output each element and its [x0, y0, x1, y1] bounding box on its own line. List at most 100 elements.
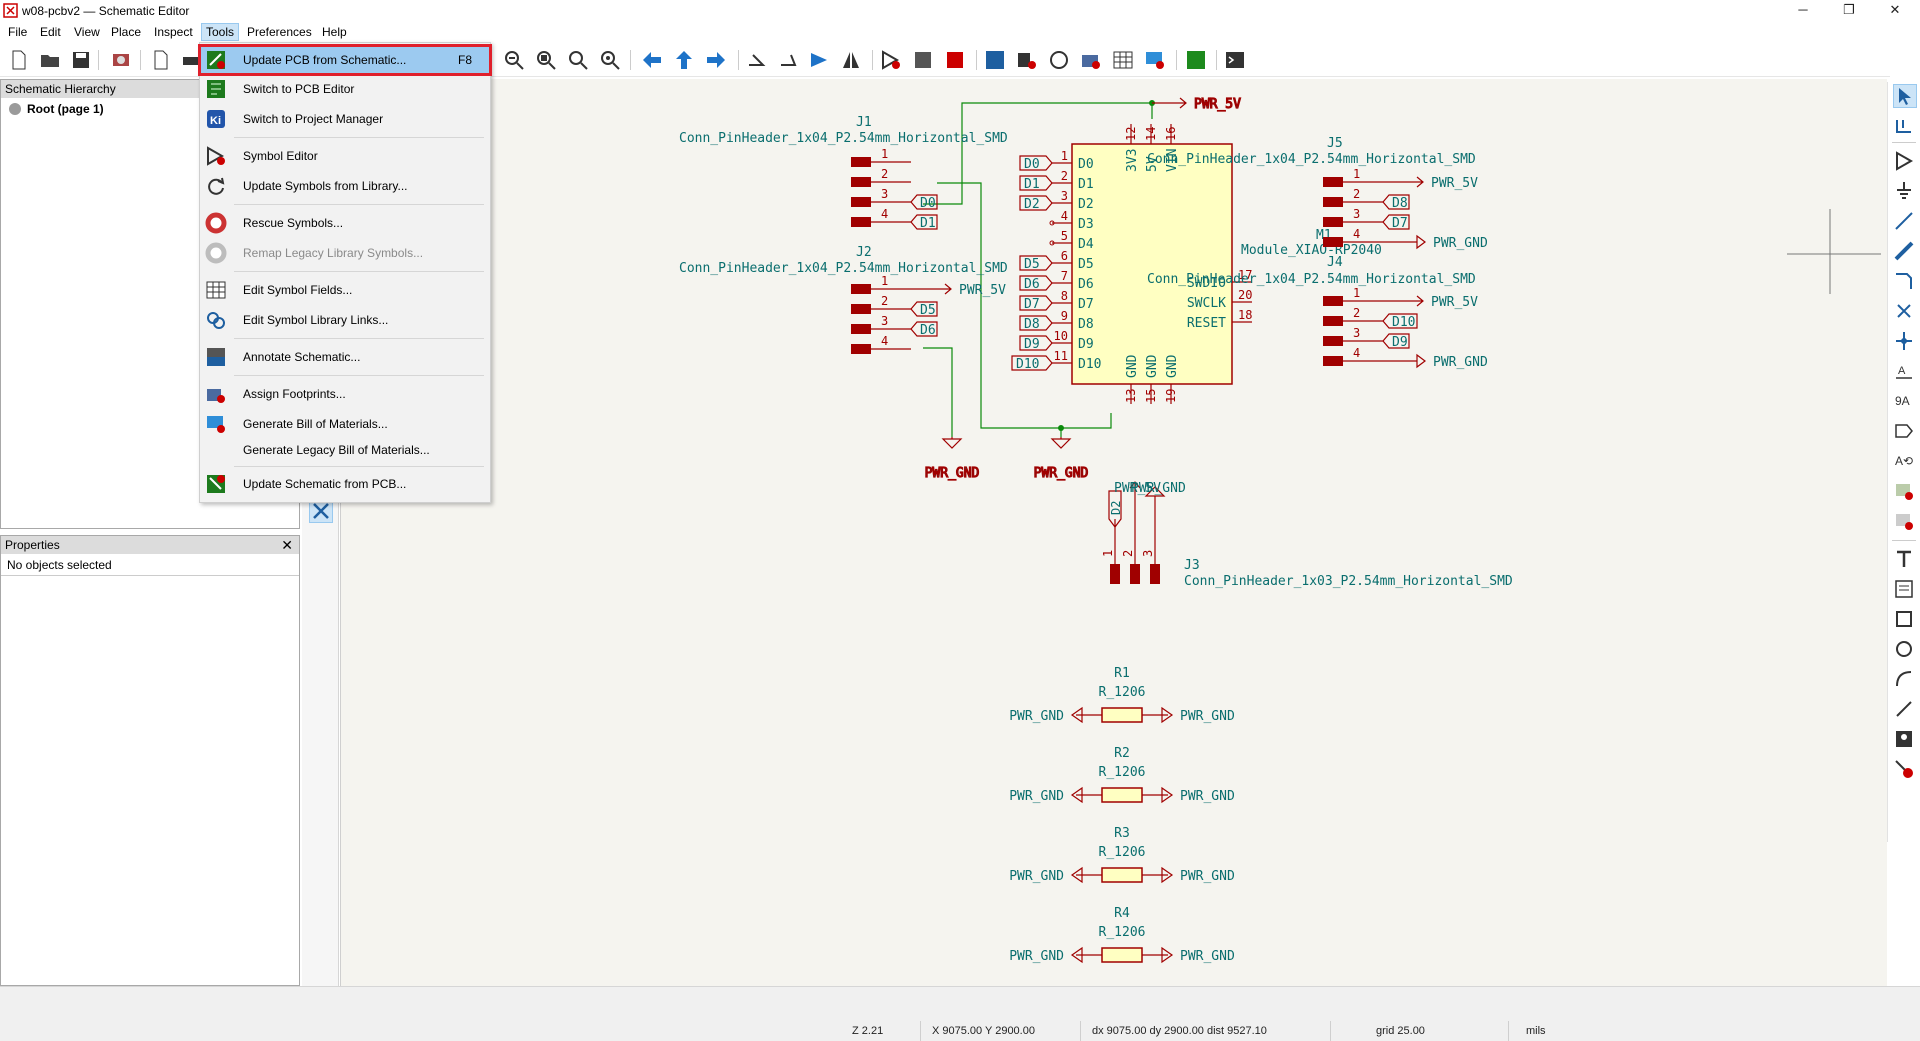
- menu-generate-legacy-bom[interactable]: Generate Legacy Bill of Materials...: [243, 443, 430, 457]
- menu-update-pcb-from-schematic[interactable]: Update PCB from Schematic... F8: [198, 44, 492, 76]
- menu-view[interactable]: View: [74, 25, 100, 39]
- menu-preferences[interactable]: Preferences: [247, 25, 312, 39]
- highlight-net-icon[interactable]: [1893, 116, 1915, 138]
- add-wire-icon[interactable]: [1893, 210, 1915, 232]
- add-circle-icon[interactable]: [1893, 638, 1915, 660]
- menu-generate-bom[interactable]: Generate Bill of Materials...: [200, 410, 490, 438]
- zoom-out-icon[interactable]: [503, 49, 525, 71]
- add-arc-icon[interactable]: [1893, 668, 1915, 690]
- import-sheet-pin-icon[interactable]: [1893, 510, 1915, 532]
- menu-switch-to-project-manager[interactable]: Ki Switch to Project Manager: [200, 105, 490, 133]
- menu-edit[interactable]: Edit: [40, 25, 61, 39]
- delete-tool-icon[interactable]: [1893, 758, 1915, 780]
- resistor-body-R2: [1101, 787, 1143, 803]
- add-line-icon[interactable]: [1893, 698, 1915, 720]
- net-label-icon[interactable]: A: [1893, 360, 1915, 382]
- restore-button[interactable]: ❐: [1843, 2, 1855, 17]
- add-symbol-icon[interactable]: [1893, 150, 1915, 172]
- sheet-pin-icon[interactable]: A⟲: [1893, 450, 1915, 472]
- m1-label-D8: D8: [1024, 317, 1040, 332]
- menu-symbol-editor[interactable]: Symbol Editor: [200, 142, 490, 170]
- bus-entry-icon[interactable]: [1893, 270, 1915, 292]
- menu-tools[interactable]: Tools: [201, 23, 240, 41]
- j5-pwr-gnd: PWR_GND: [1433, 236, 1488, 251]
- module-m1[interactable]: M1 Module_XIAO-RP2040 1D0D02D1D13D2D24D3…: [1011, 124, 1382, 404]
- zoom-selection-icon[interactable]: [599, 49, 621, 71]
- erc-icon[interactable]: [1016, 49, 1038, 71]
- connector-j2[interactable]: J2 Conn_PinHeader_1x04_P2.54mm_Horizonta…: [679, 245, 1008, 354]
- print-icon[interactable]: [180, 49, 202, 71]
- menu-edit-symbol-fields[interactable]: Edit Symbol Fields...: [200, 276, 490, 304]
- add-power-icon[interactable]: [1893, 180, 1915, 202]
- connector-j4[interactable]: J4 Conn_PinHeader_1x04_P2.54mm_Horizonta…: [1147, 255, 1488, 370]
- show-panel-toggle-icon[interactable]: [309, 499, 333, 523]
- resistor-gnd-left-label-R4: PWR_GND: [1009, 949, 1064, 964]
- m1-pin-num-9: 9: [1061, 309, 1068, 323]
- navigate-up-icon[interactable]: [673, 49, 695, 71]
- menu-assign-footprints[interactable]: Assign Footprints...: [200, 380, 490, 408]
- new-file-icon[interactable]: [8, 49, 30, 71]
- page-settings-icon[interactable]: [150, 49, 172, 71]
- menu-edit-symbol-library-links[interactable]: Edit Symbol Library Links...: [200, 306, 490, 334]
- rotate-cw-icon[interactable]: [777, 49, 799, 71]
- connector-j1[interactable]: J1 Conn_PinHeader_1x04_P2.54mm_Horizonta…: [679, 115, 1008, 231]
- open-folder-icon[interactable]: [39, 49, 61, 71]
- zoom-objects-icon[interactable]: [567, 49, 589, 71]
- select-arrow-icon[interactable]: [1893, 84, 1917, 108]
- connector-j3[interactable]: J3 Conn_PinHeader_1x03_P2.54mm_Horizonta…: [1101, 481, 1513, 589]
- resistor-gnd-right-R3: [1142, 866, 1174, 884]
- annotate-icon[interactable]: [984, 49, 1006, 71]
- navigate-forward-icon[interactable]: [705, 49, 727, 71]
- add-sheet-icon[interactable]: [1893, 480, 1915, 502]
- menu-annotate-schematic[interactable]: Annotate Schematic...: [200, 343, 490, 371]
- junction-icon[interactable]: [1893, 330, 1915, 352]
- schematic-setup-icon[interactable]: [110, 49, 132, 71]
- navigate-back-icon[interactable]: [641, 49, 663, 71]
- j1-pin-num-1: 1: [881, 147, 888, 161]
- symbol-browser-icon[interactable]: [912, 49, 934, 71]
- update-symbols-icon[interactable]: [944, 49, 966, 71]
- menu-remap-legacy-library-symbols[interactable]: Remap Legacy Library Symbols...: [200, 239, 490, 267]
- menu-update-symbols-from-library[interactable]: Update Symbols from Library...: [200, 172, 490, 200]
- open-pcb-editor-icon[interactable]: [1185, 49, 1207, 71]
- menu-bar: File Edit View Place Inspect Tools Prefe…: [0, 22, 1920, 42]
- properties-close-icon[interactable]: ✕: [281, 537, 293, 553]
- menu-file[interactable]: File: [8, 25, 28, 39]
- menu-inspect[interactable]: Inspect: [154, 25, 193, 39]
- global-label-icon[interactable]: 9A: [1893, 390, 1915, 412]
- add-image-icon[interactable]: [1893, 728, 1915, 750]
- symbol-editor-icon[interactable]: [880, 49, 902, 71]
- add-bus-icon[interactable]: [1893, 240, 1915, 262]
- hierarchy-root-item[interactable]: Root (page 1): [27, 102, 104, 116]
- save-icon[interactable]: [70, 49, 92, 71]
- pwr-5v-top-symbol: [1152, 97, 1187, 109]
- add-rectangle-icon[interactable]: [1893, 608, 1915, 630]
- connector-j5[interactable]: J5 Conn_PinHeader_1x04_P2.54mm_Horizonta…: [1147, 136, 1488, 251]
- symbol-fields-table-icon[interactable]: [1112, 49, 1134, 71]
- simulator-icon[interactable]: [1048, 49, 1070, 71]
- minimize-button[interactable]: ─: [1798, 2, 1808, 17]
- j2-label-d5-shape: [910, 301, 938, 317]
- m1-pin-num-16: 16: [1164, 127, 1178, 141]
- close-button[interactable]: ✕: [1889, 2, 1901, 17]
- bom-icon[interactable]: [1144, 49, 1166, 71]
- m1-pin-name-D8: D8: [1078, 317, 1094, 332]
- menu-rescue-symbols[interactable]: Rescue Symbols...: [200, 209, 490, 237]
- menu-update-schematic-from-pcb[interactable]: Update Schematic from PCB...: [200, 470, 490, 498]
- menu-place[interactable]: Place: [111, 25, 142, 39]
- add-text-icon[interactable]: [1893, 548, 1915, 570]
- rotate-ccw-icon[interactable]: [745, 49, 767, 71]
- mirror-horizontal-icon[interactable]: [840, 49, 862, 71]
- no-connect-icon[interactable]: [1893, 300, 1915, 322]
- menu-switch-to-pcb-editor[interactable]: Switch to PCB Editor: [200, 75, 490, 103]
- hierarchical-label-icon[interactable]: [1893, 420, 1915, 442]
- m1-label-D2: D2: [1024, 197, 1040, 212]
- assign-footprints-icon[interactable]: [1080, 49, 1102, 71]
- zoom-fit-icon[interactable]: [535, 49, 557, 71]
- menu-help[interactable]: Help: [322, 25, 347, 39]
- add-textbox-icon[interactable]: [1893, 578, 1915, 600]
- scripting-console-icon[interactable]: [1224, 49, 1246, 71]
- mirror-vertical-icon[interactable]: [808, 49, 830, 71]
- m1-pin-num-18: 18: [1238, 308, 1252, 322]
